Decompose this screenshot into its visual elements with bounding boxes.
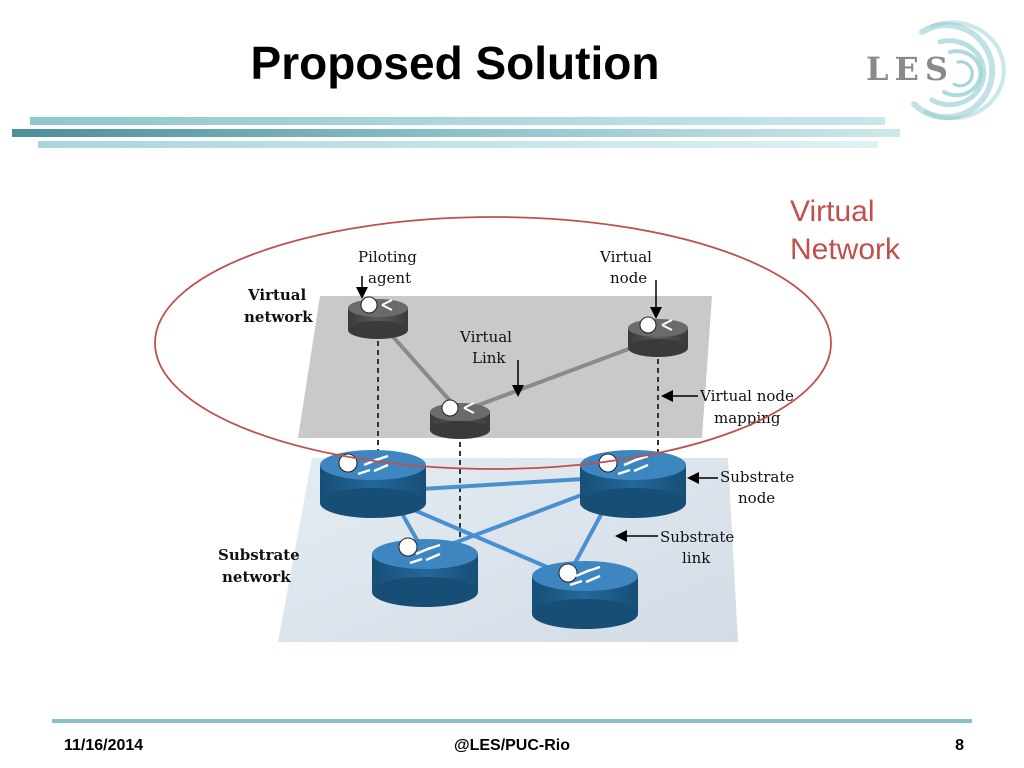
- router-arrows-icon: [463, 402, 475, 414]
- virtual-network-callout: Virtual Network: [790, 193, 900, 269]
- substrate-layer-label-2: network: [222, 568, 291, 586]
- smiley-icon: [639, 316, 657, 334]
- smiley-icon: [360, 296, 378, 314]
- annotation-arrows: [356, 276, 718, 542]
- header-rule-top: [30, 117, 885, 125]
- les-logo: LES: [866, 20, 1006, 121]
- mapping-label-2: mapping: [714, 409, 781, 427]
- virtual-node-label-2: node: [610, 269, 647, 287]
- router-arrows-icon: [381, 299, 393, 311]
- network-diagram: Virtual network Substrate network Piloti…: [154, 216, 832, 642]
- substrate-node-topright: [580, 450, 686, 518]
- virtual-link-label-1: Virtual: [459, 328, 512, 346]
- virtual-link-label-2: Link: [472, 349, 506, 367]
- header-rule-bottom: [38, 141, 878, 148]
- substrate-node-label-2: node: [738, 489, 775, 507]
- slide-title: Proposed Solution: [250, 37, 660, 89]
- footer-rule: [52, 719, 972, 723]
- logo-text: LES: [866, 50, 954, 88]
- callout-line-2: Network: [790, 233, 901, 266]
- virtual-node-piloting: [348, 296, 408, 339]
- virtual-layer-label-1: Virtual: [247, 286, 307, 304]
- footer-date: 11/16/2014: [64, 737, 144, 754]
- substrate-node-topleft: [320, 450, 426, 518]
- header-rule-middle: [12, 129, 900, 137]
- router-arrows-icon: [357, 454, 389, 476]
- virtual-node-right: [628, 316, 688, 357]
- smiley-icon: [441, 399, 459, 417]
- footer-organization: @LES/PUC-Rio: [453, 737, 571, 754]
- virtual-node-middle: [430, 399, 490, 439]
- mapping-lines: [377, 332, 659, 558]
- router-arrows-icon: [617, 454, 649, 476]
- substrate-link-label-2: link: [682, 549, 711, 567]
- substrate-node-bottomleft: [372, 537, 478, 607]
- mapping-label-1: Virtual node: [699, 387, 794, 405]
- router-arrows-icon: [661, 319, 673, 331]
- substrate-node-label-1: Substrate: [720, 468, 794, 486]
- substrate-layer-label-1: Substrate: [218, 546, 300, 564]
- page-number: 8: [955, 737, 964, 754]
- substrate-link-label-1: Substrate: [660, 528, 734, 546]
- router-arrows-icon: [409, 543, 441, 565]
- virtual-node-label-1: Virtual: [599, 248, 652, 266]
- piloting-agent-label-2: agent: [368, 269, 411, 287]
- substrate-node-bottomright: [532, 561, 638, 629]
- virtual-layer-label-2: network: [244, 308, 313, 326]
- smiley-icon: [398, 537, 418, 557]
- smiley-icon: [558, 563, 578, 583]
- callout-line-1: Virtual: [790, 195, 875, 228]
- virtual-network-highlight-ellipse: [154, 216, 832, 470]
- router-arrows-icon: [569, 565, 601, 587]
- piloting-agent-label-1: Piloting: [358, 248, 417, 266]
